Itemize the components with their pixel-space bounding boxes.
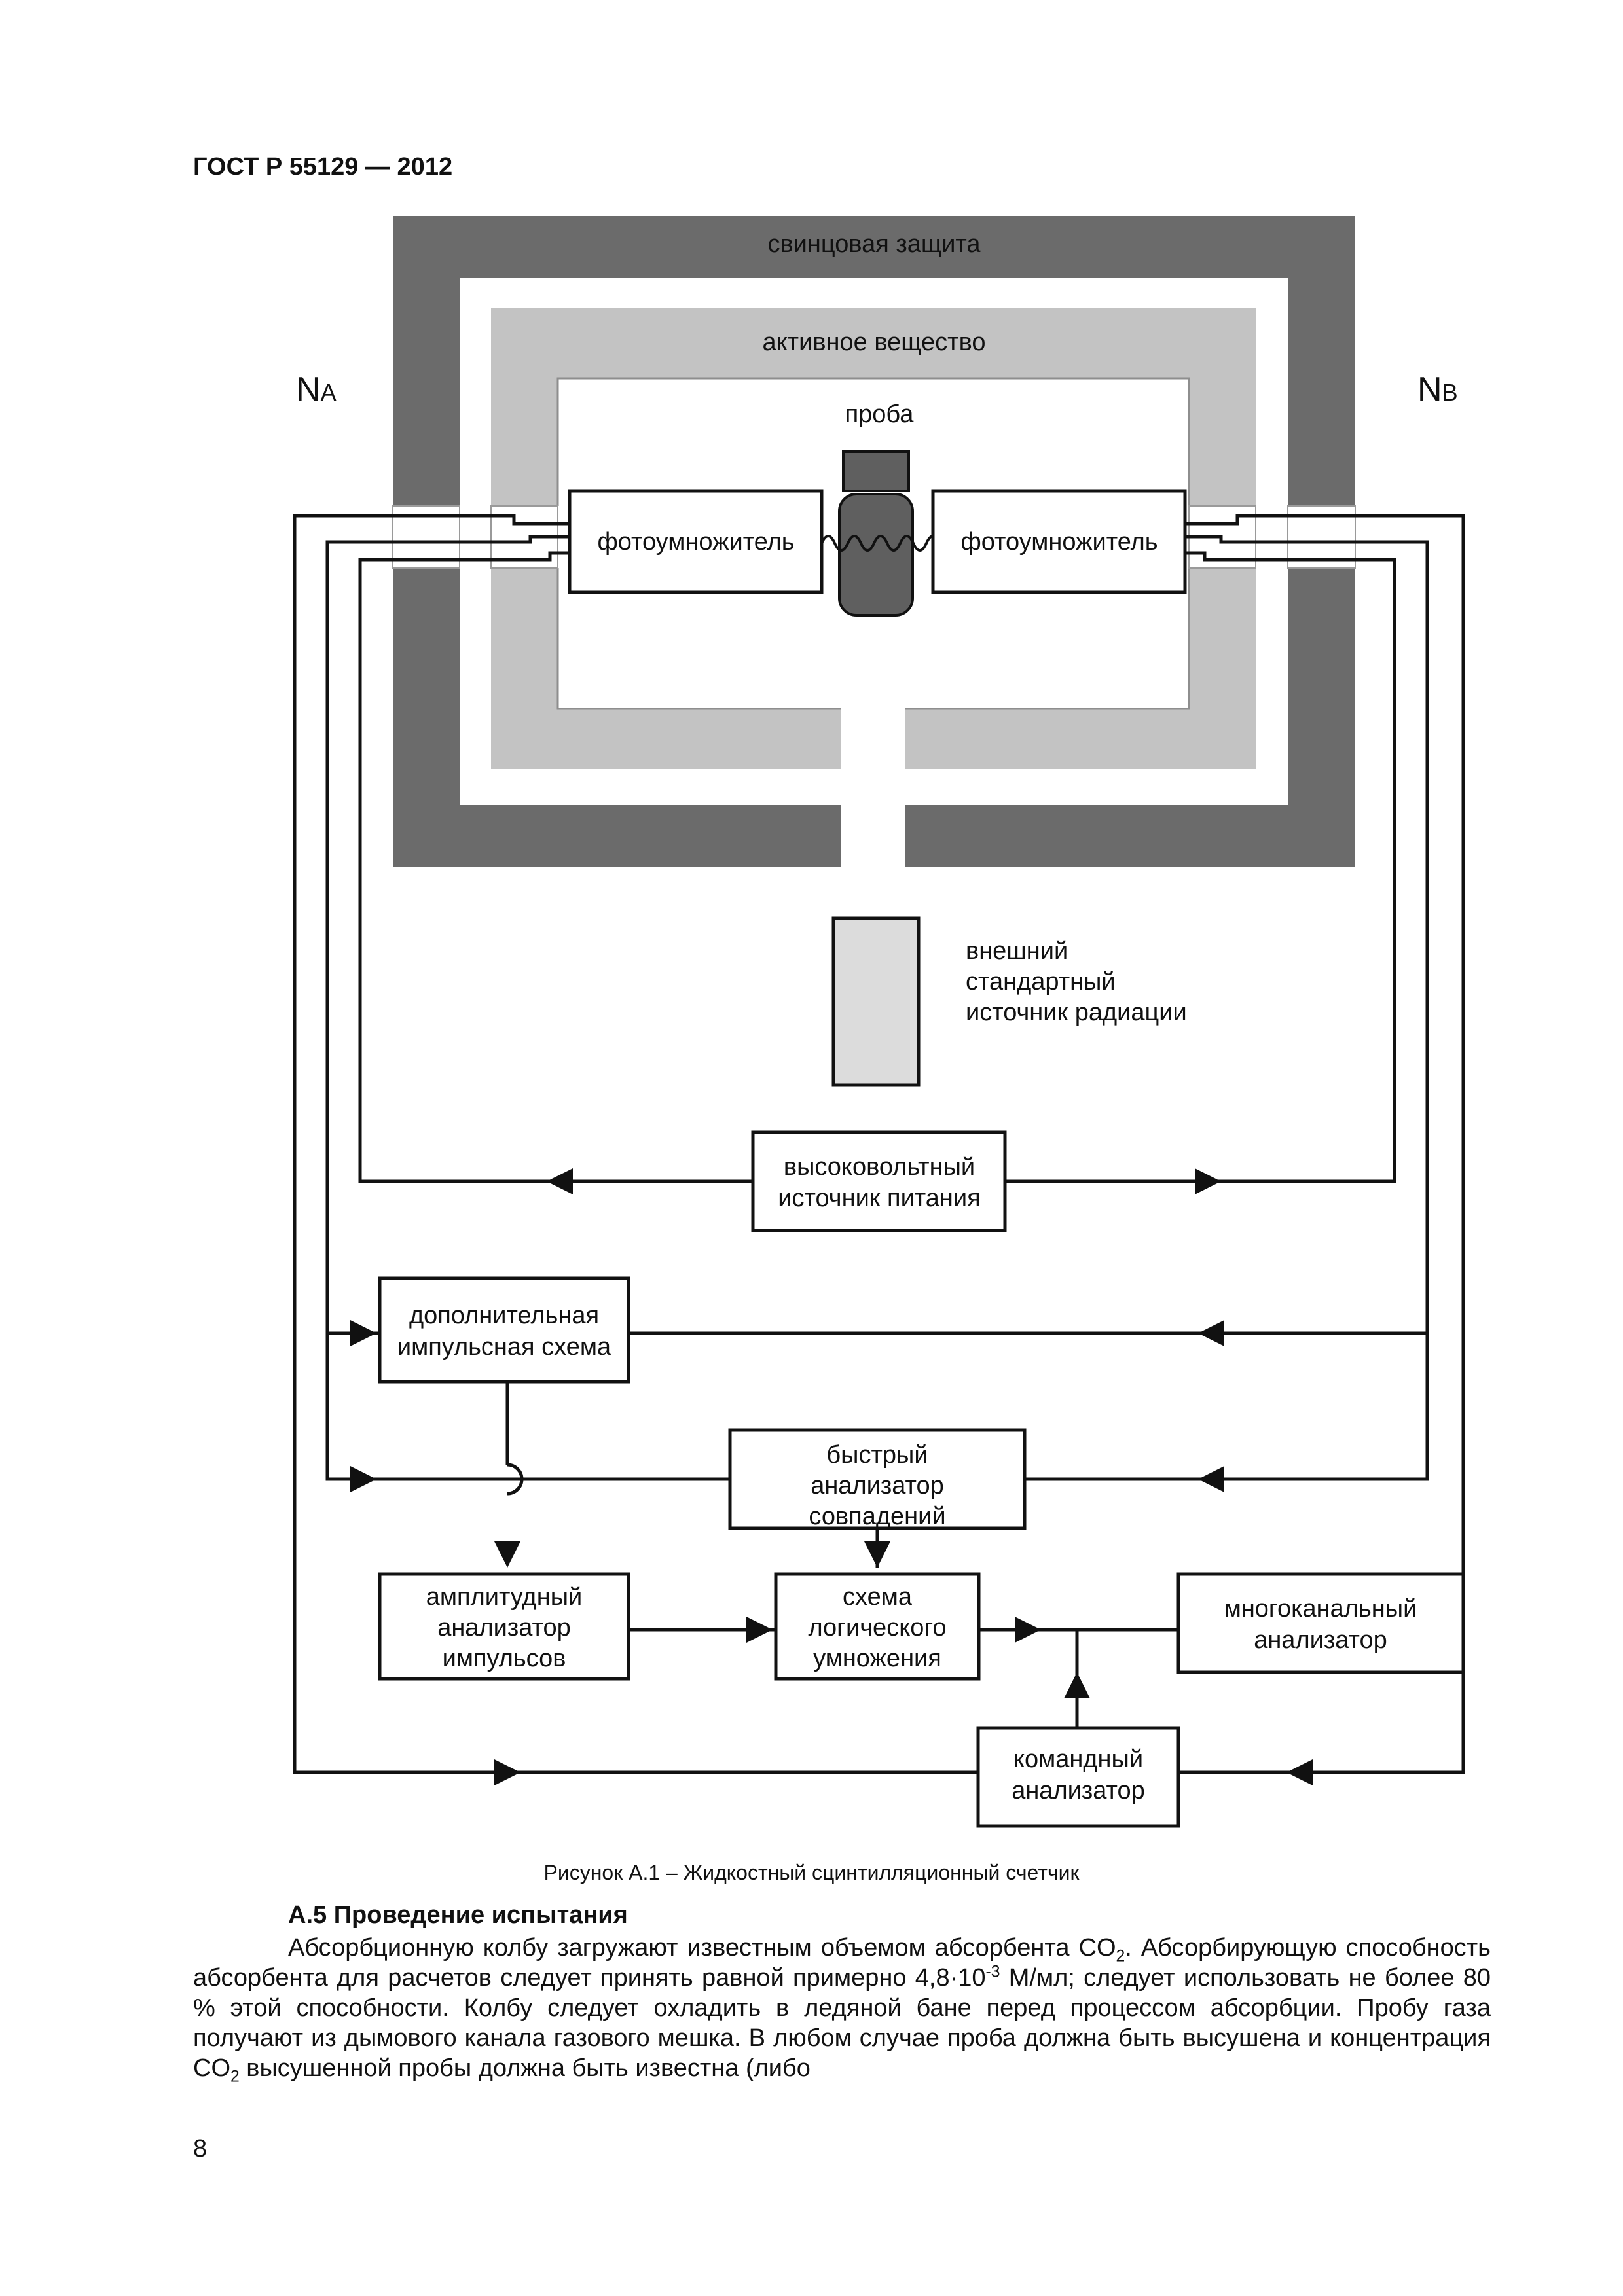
page-number: 8 xyxy=(193,2135,208,2162)
extra-pulse-line1: дополнительная xyxy=(409,1302,599,1329)
figure-caption: Рисунок А.1 – Жидкостный сцинтилляционны… xyxy=(543,1861,1080,1884)
paragraph-part-1: Абсорбционную колбу загружают известным … xyxy=(288,1934,1116,1962)
logic-mult-line1: схема xyxy=(843,1583,913,1611)
fast-coinc-line1: быстрый xyxy=(826,1441,928,1469)
scintillation-counter-diagram: свинцовая защита активное вещество проба… xyxy=(293,216,1465,1828)
exponent-superscript: -3 xyxy=(985,1963,1000,1981)
multichannel-line2: анализатор xyxy=(1254,1626,1387,1654)
body-paragraph: Абсорбционную колбу загружают известным … xyxy=(193,1933,1491,2086)
extra-pulse-line2: импульсная схема xyxy=(397,1333,611,1361)
command-box: командный анализатор xyxy=(976,1726,1180,1828)
sample-vial xyxy=(838,450,914,617)
logic-mult-line2: логического xyxy=(808,1614,946,1641)
pmt-left-box: фотоумножитель xyxy=(568,489,824,594)
co2-subscript-2: 2 xyxy=(230,2068,240,2086)
fast-coinc-box: быстрый анализатор совпадений xyxy=(728,1428,1027,1530)
multichannel-line1: многоканальный xyxy=(1224,1595,1417,1623)
amp-analyzer-line2: анализатор xyxy=(437,1614,571,1641)
fast-coinc-line2: анализатор xyxy=(811,1472,944,1499)
paragraph-part-2: . Абсорбирующую способность абсорбента д… xyxy=(193,1934,1491,1992)
co2-subscript-1: 2 xyxy=(1116,1947,1125,1965)
ext-source-line3: источник радиации xyxy=(966,999,1187,1026)
command-line1: командный xyxy=(1013,1746,1143,1773)
hv-supply-line2: источник питания xyxy=(778,1185,980,1212)
paragraph-part-4: высушенной пробы должна быть известна (л… xyxy=(239,2054,811,2082)
amp-analyzer-line1: амплитудный xyxy=(426,1583,583,1611)
active-substance-label: активное вещество xyxy=(763,329,986,356)
pmt-right-label: фотоумножитель xyxy=(960,528,1158,556)
hv-supply-box: высоковольтный источник питания xyxy=(751,1130,1007,1232)
ext-source-line1: внешний xyxy=(966,937,1068,965)
na-label: NA xyxy=(296,370,337,408)
multichannel-box: многоканальный анализатор xyxy=(1176,1572,1465,1674)
ext-source-line2: стандартный xyxy=(966,968,1116,996)
nb-label: NB xyxy=(1417,370,1458,408)
pmt-right-box: фотоумножитель xyxy=(931,489,1187,594)
section-title: А.5 Проведение испытания xyxy=(288,1901,628,1929)
lead-shield-label: свинцовая защита xyxy=(767,230,981,258)
document-header: ГОСТ Р 55129 — 2012 xyxy=(193,153,453,181)
amp-analyzer-line3: импульсов xyxy=(443,1645,566,1672)
external-source: внешний стандартный источник радиации xyxy=(831,916,1187,1087)
fast-coinc-line3: совпадений xyxy=(809,1503,945,1530)
extra-pulse-box: дополнительная импульсная схема xyxy=(378,1276,630,1384)
amp-analyzer-box: амплитудный анализатор импульсов xyxy=(378,1572,630,1681)
sample-label: проба xyxy=(845,401,915,428)
paragraph-part-3: М/мл; следует использовать не более 80 %… xyxy=(193,1964,1491,2082)
command-line2: анализатор xyxy=(1012,1777,1145,1804)
logic-mult-line3: умножения xyxy=(813,1645,941,1672)
pmt-left-label: фотоумножитель xyxy=(597,528,794,556)
arrowheads xyxy=(350,1168,1313,1785)
logic-mult-box: схема логического умножения xyxy=(774,1572,981,1681)
hv-supply-line1: высоковольтный xyxy=(784,1153,975,1181)
